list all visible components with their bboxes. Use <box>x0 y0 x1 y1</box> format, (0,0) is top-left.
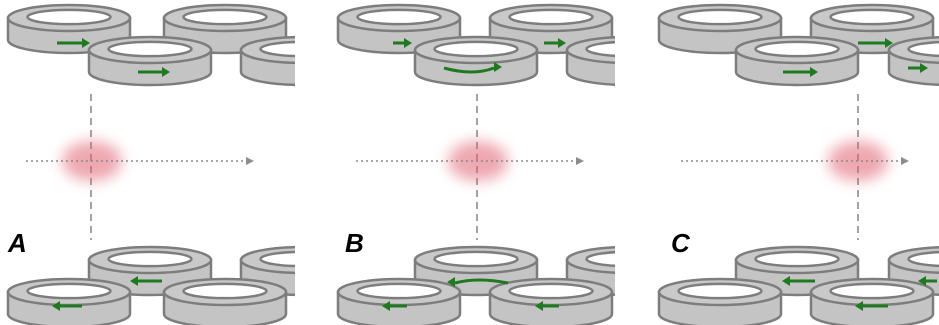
top-ring-array <box>657 3 939 87</box>
flow-arrow-bottom-2 <box>52 301 82 311</box>
flow-arrow-top-2 <box>544 38 566 48</box>
trajectory-arrowhead <box>901 157 909 165</box>
flow-arrow-top-2 <box>138 67 170 77</box>
panel-label-a: A <box>7 228 27 258</box>
bottom-ring-array <box>657 245 939 325</box>
ring-bottom-4 <box>488 277 614 325</box>
ring-top-3 <box>413 35 539 87</box>
trajectory-arrowhead <box>576 157 584 165</box>
ring-top-4 <box>239 35 295 87</box>
bottom-ring-array <box>6 245 295 325</box>
trajectory-arrowhead <box>246 157 254 165</box>
flow-arrow-top-1 <box>393 38 412 48</box>
flow-arrow-top-1 <box>57 38 90 48</box>
ring-bottom-1 <box>87 245 213 297</box>
panel-label-c: C <box>671 228 691 258</box>
top-ring-array <box>6 3 295 87</box>
flow-arrow-bottom-1 <box>130 276 162 286</box>
ring-bottom-3 <box>657 277 783 325</box>
ring-bottom-3 <box>336 277 462 325</box>
flow-arrow-top-3 <box>908 63 928 73</box>
ring-top-3 <box>87 35 213 87</box>
ring-bottom-4 <box>162 277 288 325</box>
ring-bottom-4 <box>809 277 935 325</box>
panel-label-b: B <box>345 228 364 258</box>
panel-a <box>6 3 295 325</box>
bottom-ring-array <box>336 245 615 325</box>
panels-layer: A B C <box>6 3 939 325</box>
flow-arrow-bottom-1 <box>447 277 509 287</box>
flow-arrow-bottom-2 <box>918 276 937 286</box>
flow-arrow-top-1 <box>858 38 893 48</box>
panel-b <box>336 3 615 325</box>
panel-c <box>657 3 939 325</box>
flow-arrow-top-3 <box>443 62 502 74</box>
flow-arrow-bottom-2 <box>382 301 407 311</box>
flow-arrow-bottom-3 <box>535 301 559 311</box>
ring-top-4 <box>565 36 615 86</box>
ring-bottom-3 <box>6 277 132 325</box>
top-ring-array <box>336 3 615 87</box>
flow-arrow-top-2 <box>783 67 818 77</box>
flow-arrow-bottom-3 <box>855 301 888 311</box>
ring-top-4 <box>887 35 939 87</box>
flow-arrow-bottom-1 <box>782 276 815 286</box>
ring-top-1 <box>6 3 132 55</box>
ring-top-3 <box>734 35 860 87</box>
